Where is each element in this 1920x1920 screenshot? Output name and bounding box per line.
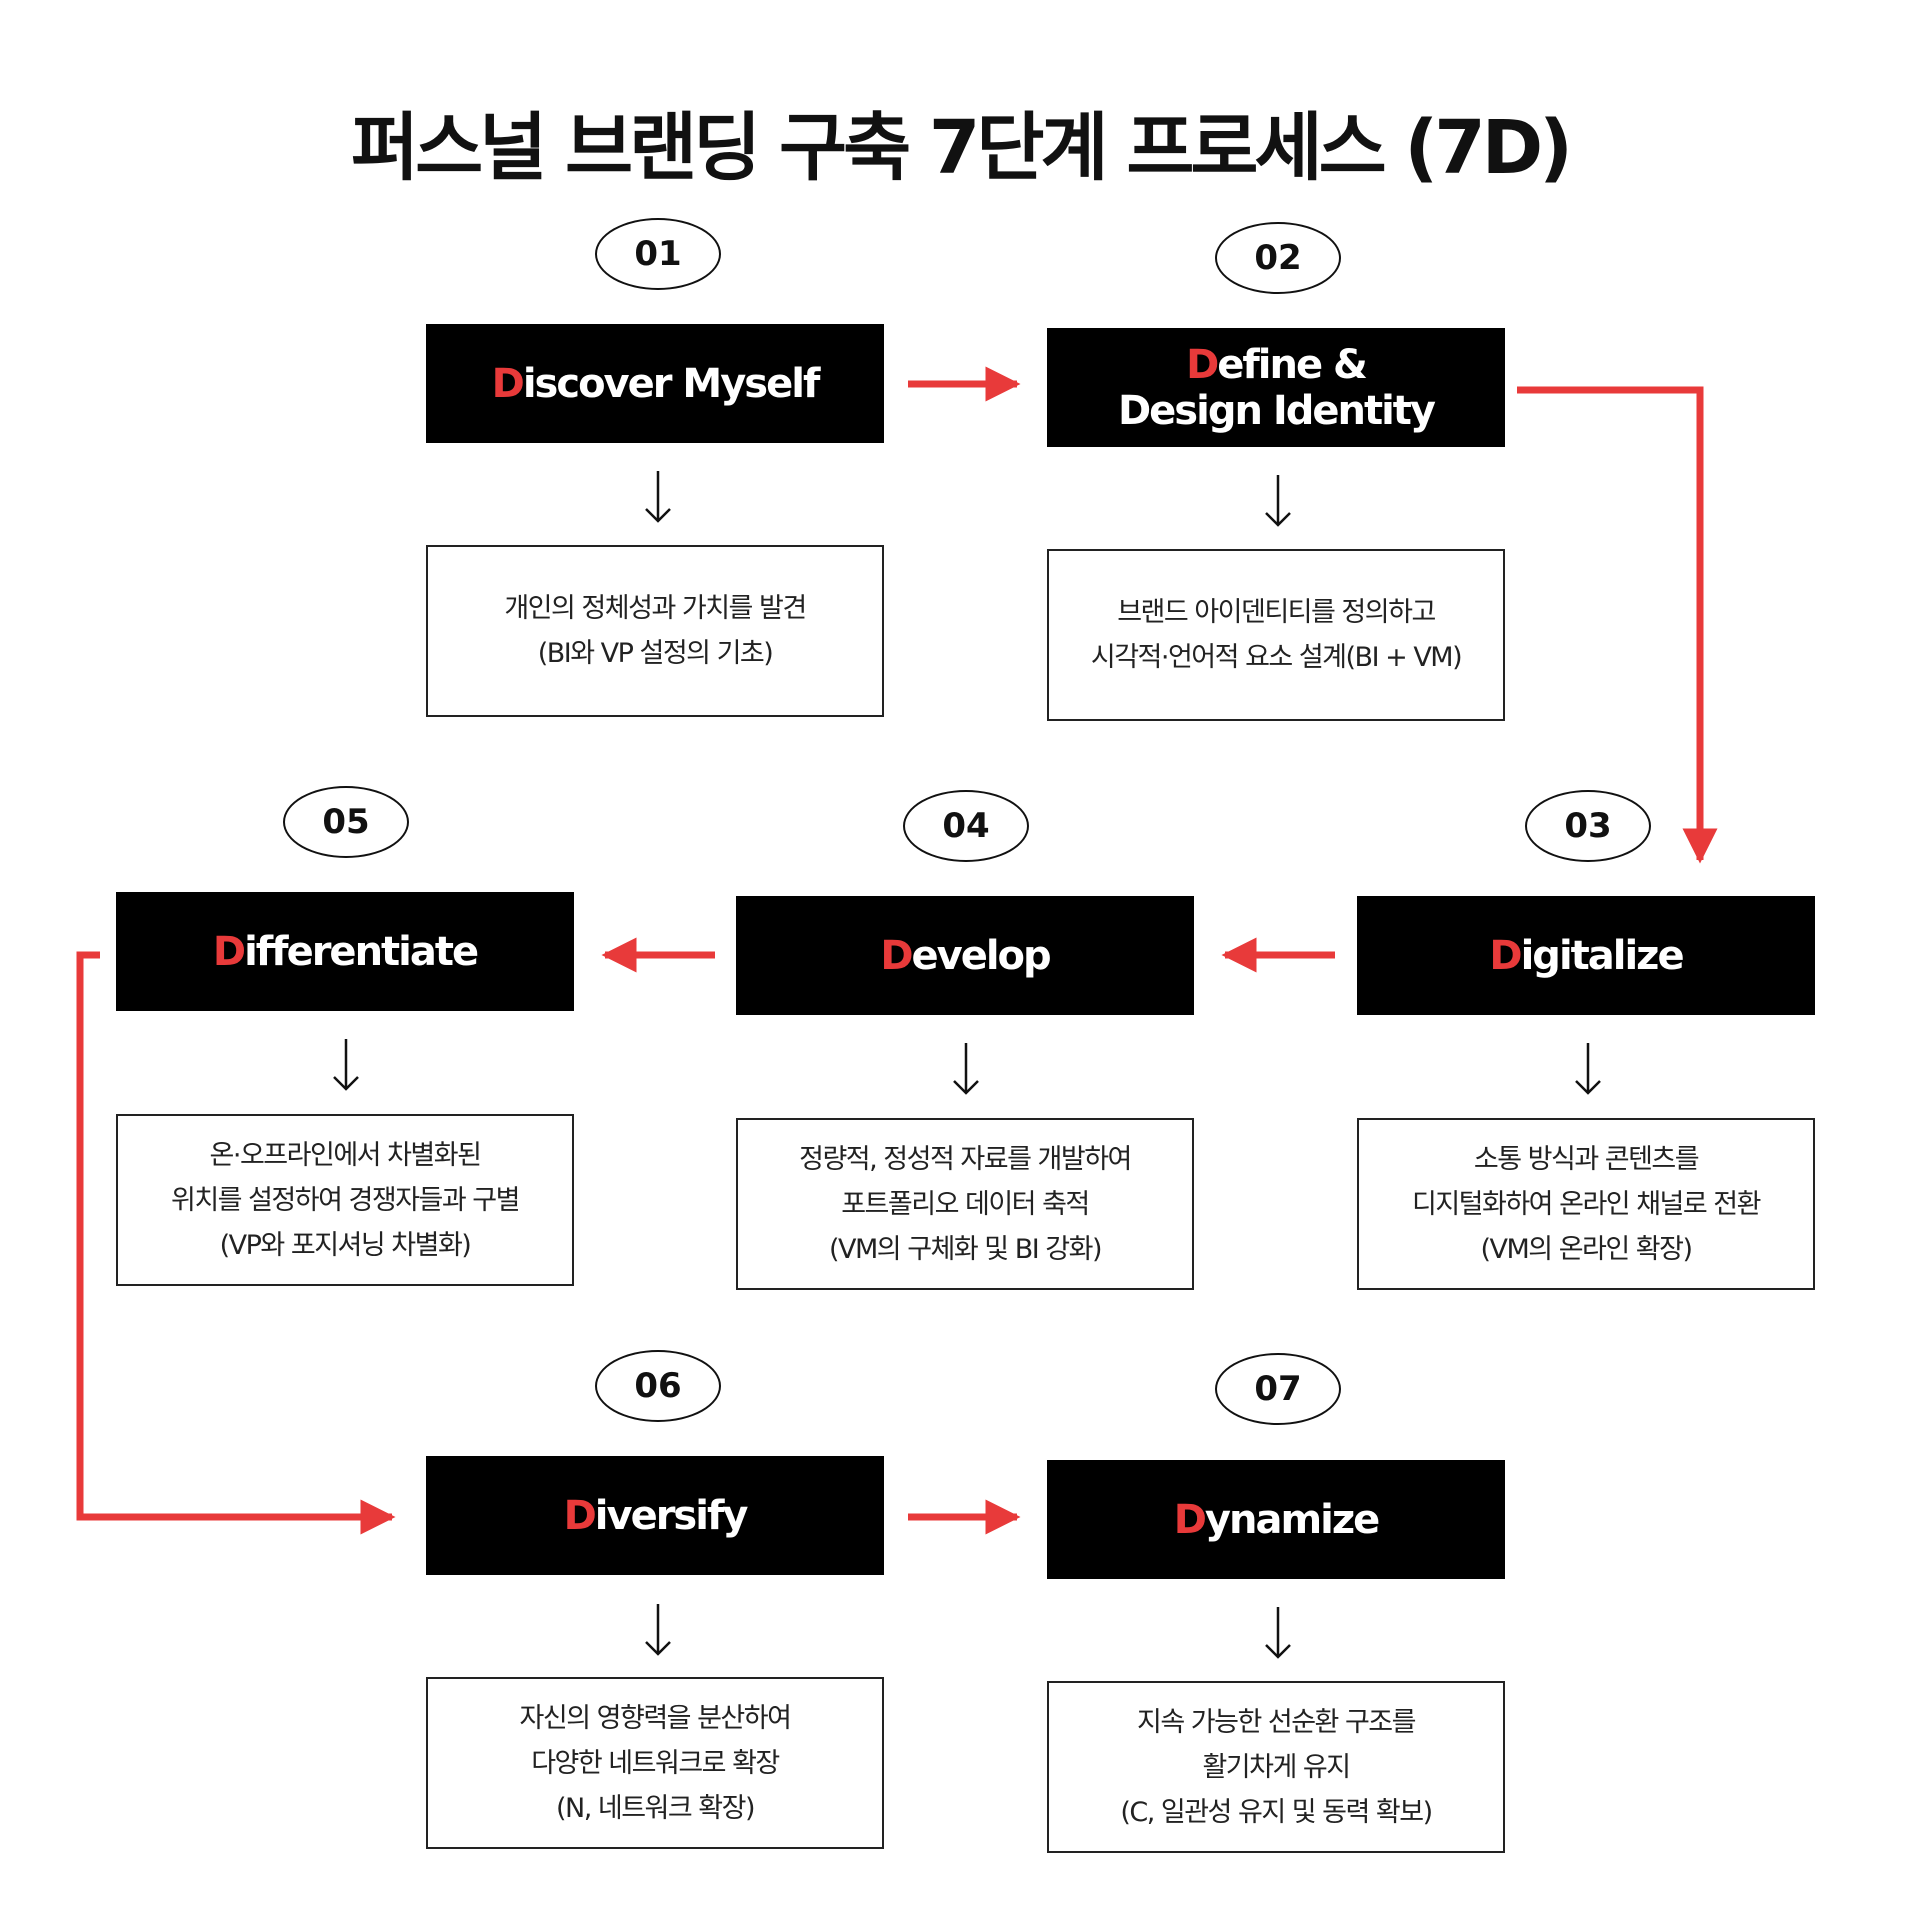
down-arrow-icon — [1265, 475, 1291, 527]
down-arrow-icon — [953, 1043, 979, 1095]
step-title-differentiate: Differentiate — [116, 892, 574, 1011]
page-title: 퍼스널 브랜딩 구축 7단계 프로세스 (7D) — [351, 105, 1573, 191]
desc-line: 활기차게 유지 — [1202, 1751, 1351, 1783]
desc-line: 포트폴리오 데이터 축적 — [841, 1188, 1090, 1220]
desc-line: (BI와 VP 설정의 기초) — [537, 638, 774, 669]
title-initial: D — [1489, 932, 1522, 979]
title-rest: iversify — [594, 1492, 749, 1539]
desc-line: 다양한 네트워크로 확장 — [531, 1747, 780, 1779]
title-rest: igitalize — [1520, 932, 1685, 979]
title-rest: efine & — [1217, 341, 1368, 388]
step-title-dynamize: Dynamize — [1047, 1460, 1505, 1579]
desc-line: (VM의 구체화 및 BI 강화) — [828, 1233, 1103, 1265]
desc-line: 온·오프라인에서 차별화된 — [209, 1139, 482, 1171]
arrow-02-to-03 — [1517, 386, 1718, 864]
desc-line: (C, 일관성 유지 및 동력 확보) — [1120, 1796, 1433, 1828]
step-number-04: 04 — [903, 790, 1029, 862]
title-initial: D — [212, 928, 246, 975]
desc-line: 시각적·언어적 요소 설계(BI + VM) — [1090, 642, 1463, 673]
title-line-2: Design Identity — [1117, 387, 1436, 434]
step-title-develop: Develop — [736, 896, 1194, 1015]
desc-line: 디지털화하여 온라인 채널로 전환 — [1411, 1188, 1762, 1220]
step-number-01: 01 — [595, 218, 721, 290]
title-rest: ynamize — [1204, 1496, 1380, 1543]
step-desc-07: 지속 가능한 선순환 구조를 활기차게 유지 (C, 일관성 유지 및 동력 확… — [1047, 1681, 1505, 1853]
step-title-diversify: Diversify — [426, 1456, 884, 1575]
desc-line: 개인의 정체성과 가치를 발견 — [504, 593, 807, 624]
arrow-05-to-06 — [76, 951, 396, 1535]
down-arrow-icon — [1575, 1043, 1601, 1095]
step-number-02: 02 — [1215, 222, 1341, 294]
step-desc-05: 온·오프라인에서 차별화된 위치를 설정하여 경쟁자들과 구별 (VP와 포지셔… — [116, 1114, 574, 1286]
down-arrow-icon — [645, 1604, 671, 1656]
desc-line: (VM의 온라인 확장) — [1480, 1233, 1693, 1265]
step-desc-03: 소통 방식과 콘텐츠를 디지털화하여 온라인 채널로 전환 (VM의 온라인 확… — [1357, 1118, 1815, 1290]
title-rest: evelop — [911, 932, 1052, 979]
desc-line: (VP와 포지셔닝 차별화) — [219, 1229, 472, 1261]
title-initial: D — [1186, 341, 1219, 388]
down-arrow-icon — [333, 1039, 359, 1091]
desc-line: 자신의 영향력을 분산하여 — [519, 1702, 792, 1734]
title-initial: D — [563, 1492, 597, 1539]
step-desc-06: 자신의 영향력을 분산하여 다양한 네트워크로 확장 (N, 네트워크 확장) — [426, 1677, 884, 1849]
down-arrow-icon — [1265, 1607, 1291, 1659]
title-initial: D — [491, 360, 525, 407]
desc-line: (N, 네트워크 확장) — [555, 1792, 756, 1824]
step-desc-01: 개인의 정체성과 가치를 발견 (BI와 VP 설정의 기초) — [426, 545, 884, 717]
desc-line: 위치를 설정하여 경쟁자들과 구별 — [170, 1184, 521, 1216]
step-desc-04: 정량적, 정성적 자료를 개발하여 포트폴리오 데이터 축적 (VM의 구체화 … — [736, 1118, 1194, 1290]
title-rest: ifferentiate — [244, 928, 479, 975]
down-arrow-icon — [645, 471, 671, 523]
step-number-06: 06 — [595, 1350, 721, 1422]
step-title-define-design-identity: Define & Design Identity — [1047, 328, 1505, 447]
title-initial: D — [1173, 1496, 1207, 1543]
step-title-digitalize: Digitalize — [1357, 896, 1815, 1015]
desc-line: 브랜드 아이덴티티를 정의하고 — [1117, 597, 1436, 628]
step-number-05: 05 — [283, 786, 409, 858]
title-rest: iscover Myself — [522, 360, 820, 407]
step-title-discover-myself: Discover Myself — [426, 324, 884, 443]
step-desc-02: 브랜드 아이덴티티를 정의하고 시각적·언어적 요소 설계(BI + VM) — [1047, 549, 1505, 721]
step-number-03: 03 — [1525, 790, 1651, 862]
desc-line: 지속 가능한 선순환 구조를 — [1137, 1706, 1417, 1738]
desc-line: 소통 방식과 콘텐츠를 — [1473, 1143, 1700, 1175]
step-number-07: 07 — [1215, 1353, 1341, 1425]
title-initial: D — [880, 932, 913, 979]
desc-line: 정량적, 정성적 자료를 개발하여 — [799, 1143, 1132, 1175]
